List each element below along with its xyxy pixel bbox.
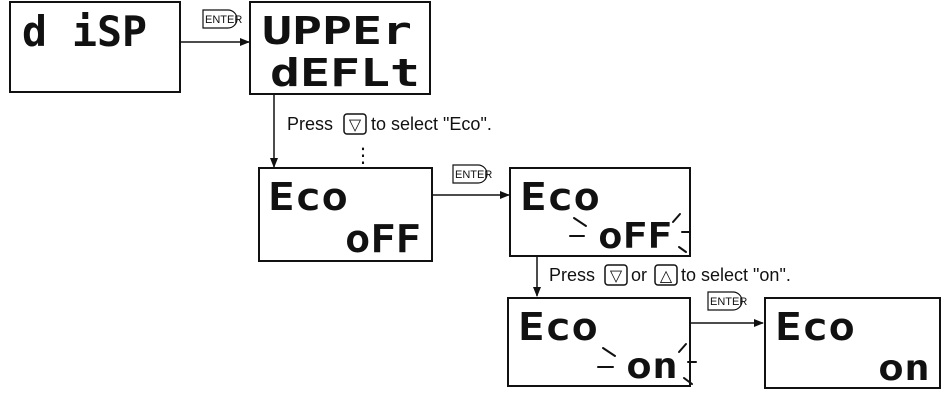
enter-key-2: ENTER [452, 164, 492, 184]
display-eco-on-b-line2: on [626, 346, 678, 387]
display-eco-off-b-line2: oFF [598, 216, 672, 257]
display-eco-on: Eco on [764, 297, 941, 389]
enter-key-1: ENTER [202, 9, 242, 29]
display-eco-on-line1: Eco [775, 305, 855, 349]
instruction1-suffix: to select "Eco". [371, 114, 492, 134]
up-arrow-icon: △ [660, 266, 673, 285]
display-disp-line1: d iSP [22, 7, 147, 56]
display-eco-off-line2: oFF [345, 217, 421, 261]
enter-key-label: ENTER [710, 296, 747, 308]
instruction2-suffix: to select "on". [681, 265, 791, 285]
display-eco-off-blinking: Eco oFF [509, 167, 691, 257]
instruction2-prefix: Press [549, 265, 595, 285]
instruction-select-eco: Press ▽ to select "Eco". ⋮ [287, 113, 492, 167]
instruction-select-on: Press ▽ or △ to select "on". [549, 264, 791, 286]
display-eco-off-b-line1: Eco [520, 175, 600, 219]
instruction1-prefix: Press [287, 114, 333, 134]
display-upper-line2: dEFLt [270, 51, 420, 95]
down-arrow-key-1: ▽ [343, 113, 367, 135]
display-disp: d iSP [9, 1, 181, 93]
display-eco-off: Eco oFF [258, 167, 433, 262]
ellipsis: ⋮ [353, 143, 373, 167]
display-upper-default: UPPEr dEFLt [249, 1, 431, 95]
enter-key-label: ENTER [455, 169, 492, 181]
blink-marks-icon [597, 343, 697, 385]
down-arrow-icon: ▽ [349, 115, 362, 134]
down-arrow-icon: ▽ [610, 266, 623, 285]
display-eco-off-line1: Eco [268, 175, 348, 219]
display-eco-on-b-line1: Eco [518, 305, 598, 349]
down-arrow-key-2: ▽ [604, 264, 628, 286]
display-eco-on-line2: on [878, 348, 930, 389]
display-upper-line1: UPPEr [262, 9, 412, 53]
enter-key-label: ENTER [205, 14, 242, 26]
up-arrow-key: △ [654, 264, 678, 286]
enter-key-3: ENTER [707, 291, 747, 311]
blink-marks-icon [569, 213, 691, 253]
instruction2-middle: or [631, 265, 647, 285]
display-eco-on-blinking: Eco on [507, 297, 697, 387]
